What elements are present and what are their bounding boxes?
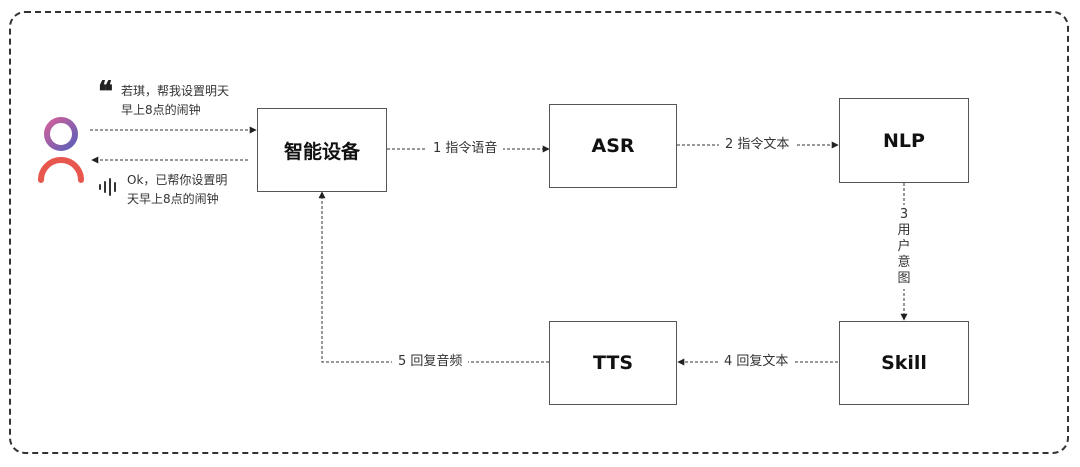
node-asr: ASR — [549, 104, 677, 188]
node-device: 智能设备 — [257, 108, 387, 192]
edge-tts-to-device — [318, 191, 549, 363]
diagram-frame — [9, 11, 1069, 454]
node-tts: TTS — [549, 321, 677, 405]
node-nlp: NLP — [839, 98, 969, 183]
edge-label-skill-to-tts: 4 回复文本 — [718, 354, 795, 370]
edge-label-device-to-asr: 1 指令语音 — [427, 141, 504, 157]
device-reply-line1: Ok，已帮你设置明 — [127, 173, 228, 187]
quote-icon: ❝ — [98, 75, 114, 108]
user-request-text: 若琪，帮我设置明天 早上8点的闹钟 — [121, 82, 229, 120]
edge-label-tts-to-device: 5 回复音频 — [392, 354, 469, 370]
edge-label-asr-to-nlp: 2 指令文本 — [719, 137, 796, 153]
edge-label-nlp-to-skill: 3用户意图 — [896, 205, 912, 289]
user-request-line1: 若琪，帮我设置明天 — [121, 84, 230, 98]
device-reply-line2: 天早上8点的闹钟 — [127, 192, 219, 206]
device-reply-text: Ok，已帮你设置明 天早上8点的闹钟 — [127, 171, 227, 209]
voice-wave-icon — [99, 178, 116, 196]
node-skill: Skill — [839, 321, 969, 405]
user-icon — [38, 117, 84, 183]
user-request-line2: 早上8点的闹钟 — [121, 103, 201, 117]
